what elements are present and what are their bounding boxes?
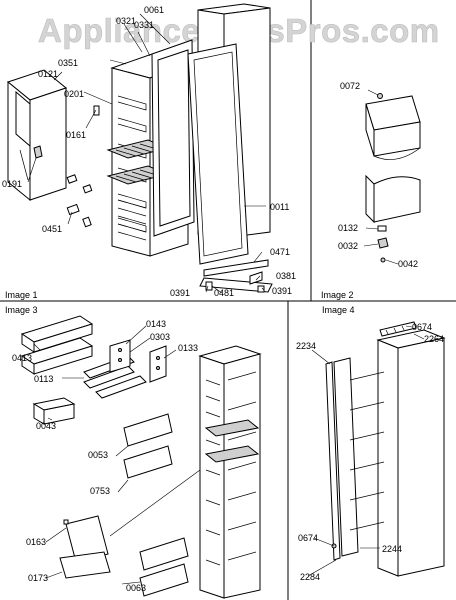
part-label: 0113	[34, 374, 53, 384]
hinge-parts	[377, 93, 389, 263]
door-panel-lower-part	[365, 174, 421, 224]
door-bins-part	[123, 413, 189, 597]
gasket-part	[325, 357, 385, 561]
shelf-bins-upper-part	[20, 315, 147, 399]
brackets-part	[109, 339, 167, 383]
handle-trim-part	[379, 321, 417, 337]
image-4-caption: Image 4	[322, 305, 355, 315]
image-4-leaders	[307, 325, 425, 577]
part-label: 0391	[272, 286, 292, 296]
bottom-trim-part	[199, 259, 273, 293]
part-label: 0413	[12, 353, 32, 363]
door-panel-part	[187, 3, 271, 265]
part-label: 0011	[270, 202, 289, 212]
part-label: 0161	[66, 130, 86, 140]
part-label: 0321	[116, 16, 136, 26]
image-1-drawing: 0061 0321 0331 0351 0121 0201 0161 0191 …	[2, 3, 296, 300]
part-label: 0132	[338, 223, 358, 233]
part-label: 0042	[398, 259, 418, 269]
part-label: 0674	[298, 533, 318, 543]
clip-parts	[66, 105, 100, 228]
image-1-caption: Image 1	[5, 290, 38, 300]
part-label: 0163	[26, 537, 46, 547]
door-panel-part	[376, 329, 446, 577]
part-label: 0451	[42, 224, 62, 234]
image-3-leaders	[33, 325, 201, 585]
door-panel-upper-part	[365, 95, 421, 160]
part-label: 2234	[296, 341, 316, 351]
image-3-caption: Image 3	[5, 305, 38, 315]
part-label: 0121	[38, 69, 58, 79]
part-label: 0481	[214, 288, 234, 298]
part-label: 0391	[170, 288, 190, 298]
image-3-drawing: 0143 0303 0133 0413 0113 0043 0053 0753 …	[5, 305, 262, 599]
crisper-part	[59, 515, 111, 579]
image-3-labels: 0143 0303 0133 0413 0113 0043 0053 0753 …	[12, 319, 198, 593]
part-label: 0043	[36, 421, 56, 431]
part-label: 2284	[300, 572, 320, 582]
part-label: 0381	[276, 271, 296, 281]
part-label: 0303	[150, 332, 170, 342]
part-label: 2244	[382, 544, 402, 554]
part-label: 0331	[134, 20, 154, 30]
image-4-drawing: 0674 2264 2234 0674 2244 2284 Image 4	[296, 305, 446, 582]
part-label: 0753	[90, 486, 110, 496]
part-label: 0201	[64, 89, 84, 99]
image-4-labels: 0674 2264 2234 0674 2244 2284	[296, 322, 444, 582]
part-label: 0061	[144, 5, 164, 15]
part-label: 0072	[340, 81, 360, 91]
door-liner-part	[198, 345, 262, 599]
image-2-caption: Image 2	[321, 290, 354, 300]
image-2-leaders	[363, 89, 399, 265]
part-label: 0053	[88, 450, 108, 460]
part-label: 0063	[126, 583, 146, 593]
part-label: 0173	[28, 573, 48, 583]
image-1-labels: 0061 0321 0331 0351 0121 0201 0161 0191 …	[2, 5, 296, 298]
small-bin-part	[32, 397, 76, 425]
part-label: 0032	[338, 241, 358, 251]
part-label: 0191	[2, 179, 22, 189]
image-2-labels: 0072 0132 0032 0042	[338, 81, 418, 269]
image-1-leaders	[27, 13, 266, 294]
part-label: 0133	[178, 343, 198, 353]
image-2-drawing: 0072 0132 0032 0042 Image 2	[321, 81, 421, 300]
part-label: 0143	[146, 319, 166, 329]
part-label: 0471	[270, 247, 290, 257]
part-label: 0674	[412, 322, 432, 332]
top-trim-part	[6, 69, 68, 202]
part-label: 2264	[424, 334, 444, 344]
gasket-frame-part	[151, 39, 195, 237]
part-label: 0351	[58, 58, 78, 68]
